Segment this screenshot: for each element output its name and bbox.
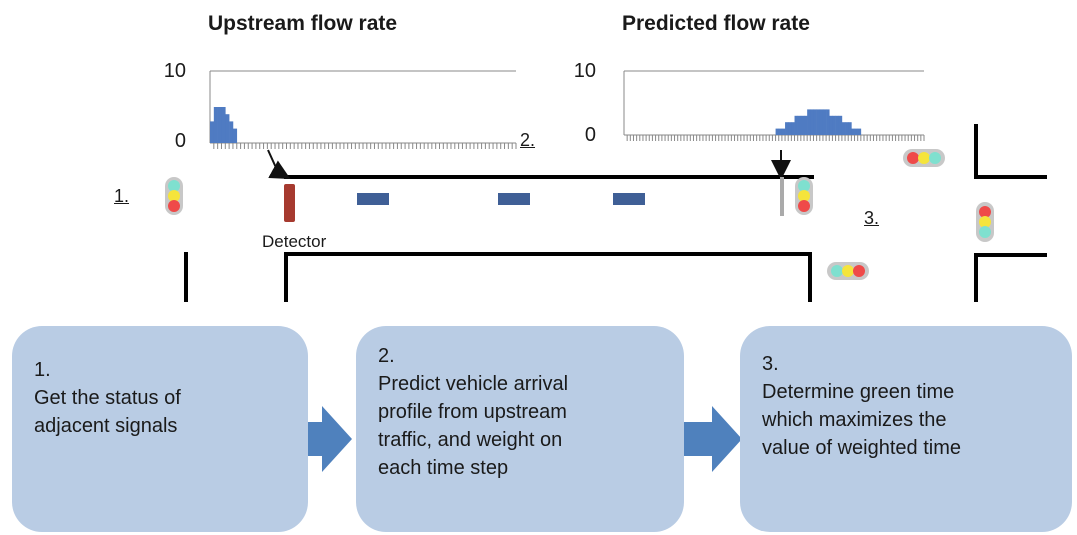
predicted-bar (800, 115, 805, 135)
predicted-chart-title: Predicted flow rate (622, 12, 810, 35)
predicted-bar (804, 115, 808, 135)
step-1-marker: 1. (114, 186, 130, 206)
upstream-bar (213, 107, 218, 143)
predicted-bar (778, 128, 783, 135)
predicted-ytick-10: 10 (573, 60, 596, 82)
predicted-bar (788, 122, 792, 135)
upstream-bars (210, 107, 238, 143)
predicted-bar (816, 109, 821, 135)
predicted-bar (835, 115, 840, 135)
upstream-bar (221, 107, 226, 143)
predicted-bar (781, 128, 786, 135)
detector-label: Detector (262, 232, 327, 251)
upstream-bar (210, 121, 215, 143)
predicted-x-ticks (626, 135, 925, 141)
upstream-bar (229, 121, 234, 143)
predicted-chart (623, 70, 925, 141)
predicted-bar (857, 128, 862, 135)
step-2-marker: 2. (520, 130, 536, 150)
vehicle-1 (357, 193, 389, 205)
predicted-bar (819, 109, 824, 135)
predicted-bar (838, 115, 843, 135)
upstream-ytick-10: 10 (163, 60, 186, 82)
predicted-bar (848, 122, 852, 135)
predicted-bar (785, 122, 789, 135)
step-box-1-text: Get the status of adjacent signals (34, 387, 181, 437)
step-box-2: 2. Predict vehicle arrival profile from … (356, 326, 684, 532)
step-box-3-number: 3. (762, 353, 779, 375)
upstream-chart-title: Upstream flow rate (208, 12, 398, 35)
upstream-x-ticks (213, 143, 517, 149)
predicted-bar (775, 128, 780, 135)
step-3-marker: 3. (864, 208, 880, 228)
predicted-ytick-0: 0 (584, 124, 596, 146)
predicted-bar (841, 122, 846, 135)
signal-light-left-icon (165, 177, 183, 215)
step-box-2-text: Predict vehicle arrival profile from ups… (378, 373, 569, 479)
right-road-corner-bottom (974, 253, 1047, 302)
predicted-bar (854, 128, 858, 135)
signal-light-right-icon (976, 202, 994, 242)
signal-light-intersection-icon (795, 177, 813, 215)
vehicle-3 (613, 193, 645, 205)
signal-light-cross-top-icon (903, 149, 945, 167)
predicted-bar (797, 115, 802, 135)
predicted-bar (810, 109, 814, 135)
predicted-bar (832, 115, 836, 135)
step-box-3: 3. Determine green time which maximizes … (740, 326, 1072, 532)
step-box-3-text: Determine green time which maximizes the… (762, 381, 962, 459)
step-box-2-number: 2. (378, 345, 395, 367)
flow-arrow-2-to-3 (680, 406, 742, 472)
detector-arrow (267, 149, 291, 179)
step-box-1-number: 1. (34, 359, 51, 381)
upstream-bar (225, 114, 230, 143)
signal-light-cross-bottom-icon (827, 262, 869, 280)
predicted-bar (794, 115, 798, 135)
predicted-bar (845, 122, 849, 135)
step-box-1: 1. Get the status of adjacent signals (12, 326, 308, 532)
upstream-bar (217, 107, 222, 143)
upstream-chart (209, 70, 517, 149)
predicted-bar (807, 109, 811, 135)
vehicle-2 (498, 193, 530, 205)
detector-marker (284, 184, 295, 222)
upstream-ytick-0: 0 (174, 130, 186, 152)
predicted-bar (813, 109, 817, 135)
predicted-bars (775, 109, 862, 135)
predicted-bar (829, 115, 833, 135)
predicted-bar (826, 109, 830, 135)
right-road-corner-top (974, 124, 1047, 179)
predicted-bar (791, 122, 795, 135)
predicted-bar (851, 128, 855, 135)
predicted-bar (822, 109, 827, 135)
upstream-bar (232, 128, 238, 143)
road-bottom-edge (284, 252, 812, 302)
